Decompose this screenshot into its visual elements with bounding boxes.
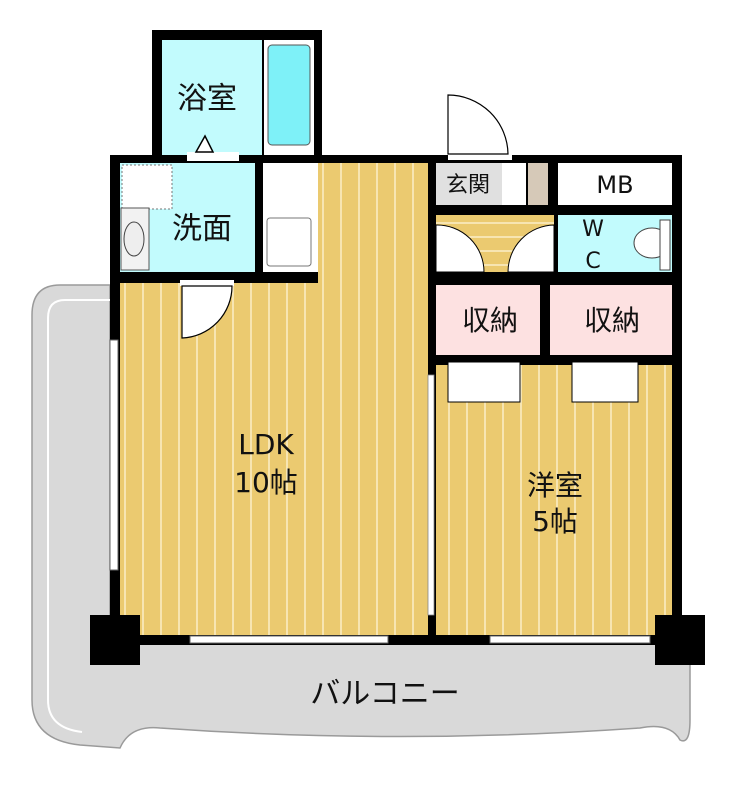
mb-closet (558, 163, 672, 205)
ldk-window-left (109, 339, 119, 571)
ldk-label: LDK (238, 428, 294, 461)
ldk-floor (318, 163, 428, 283)
balcony-area (31, 284, 691, 749)
bathroom-label: 浴室 (177, 82, 237, 117)
storage-2-label: 収納 (584, 304, 640, 337)
washroom-label: 洗面 (172, 212, 232, 247)
pillar-right (655, 615, 705, 665)
ldk-door (181, 285, 233, 339)
ldk-window-bottom (189, 635, 389, 644)
ldk-size-label: 10帖 (234, 466, 298, 499)
mb-label: MB (596, 171, 633, 199)
wc-label-c: C (585, 249, 600, 274)
storage-2-floor (550, 285, 672, 355)
storage-1-label: 収納 (462, 304, 518, 337)
balcony-label: バルコニー (310, 677, 459, 712)
western-room-floor (436, 365, 672, 635)
storage-1-floor (436, 285, 540, 355)
door-arrow-icon (194, 134, 215, 153)
shoe-cabinet (528, 163, 548, 205)
western-room-label: 洋室 (527, 469, 583, 502)
western-size-label: 5帖 (532, 505, 578, 538)
wc-label-w: W (582, 217, 604, 242)
entrance-door (447, 94, 509, 155)
washbasin (123, 221, 145, 257)
entrance-label: 玄関 (446, 173, 490, 198)
pillar-left (90, 615, 140, 665)
bathtub (267, 44, 311, 146)
western-window-bottom (489, 635, 651, 644)
